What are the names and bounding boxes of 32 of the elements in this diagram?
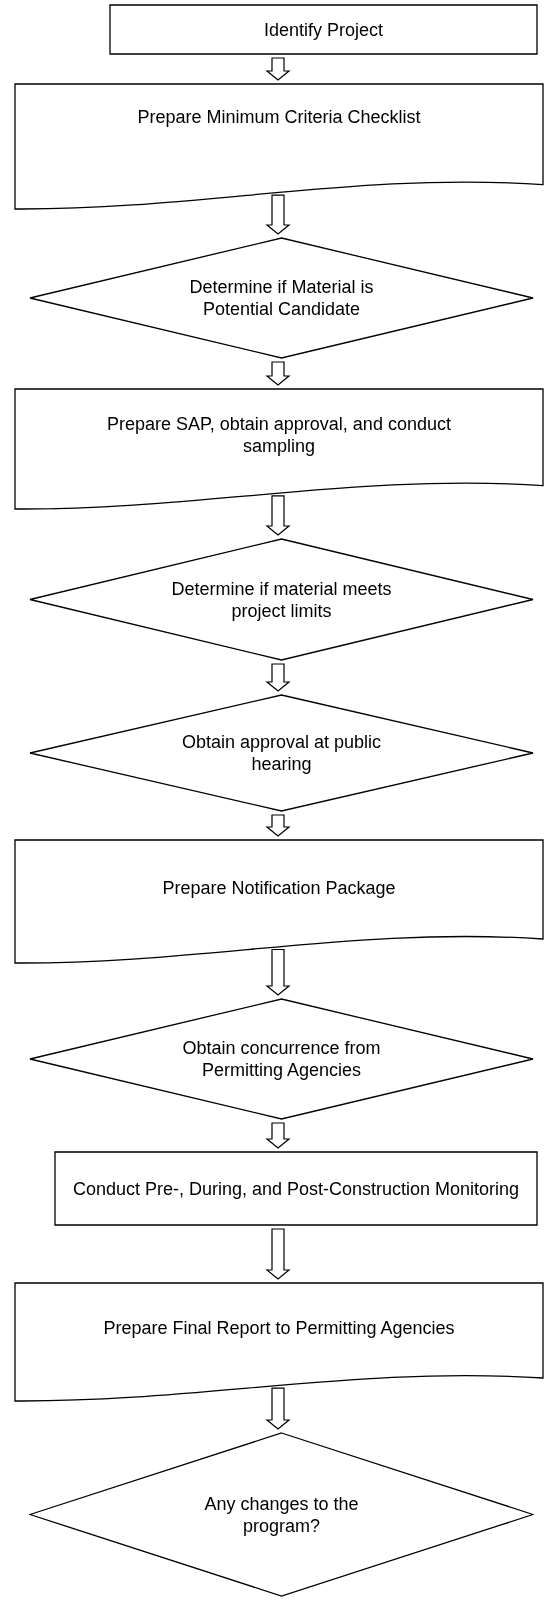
node-text: Conduct Pre-, During, and Post-Construction Monitoring: [72, 1177, 520, 1200]
document-shape: [14, 1282, 544, 1402]
decision-diamond: [29, 694, 534, 812]
block-arrow: [265, 663, 291, 692]
block-arrow: [265, 57, 291, 81]
document-shape: [14, 839, 544, 964]
node-text: Obtain approval at public hearing: [181, 731, 382, 775]
decision-diamond: [29, 1432, 534, 1597]
decision-diamond: [29, 237, 534, 359]
block-arrow: [265, 948, 291, 996]
block-arrow: [265, 1228, 291, 1280]
block-arrow: [265, 814, 291, 837]
node-text: Prepare SAP, obtain approval, and conduct sampling: [106, 413, 452, 457]
block-arrow: [265, 1387, 291, 1430]
node-text: Determine if Material is Potential Candidate: [188, 276, 375, 320]
node-text: Prepare Minimum Criteria Checklist: [137, 105, 421, 128]
document-shape: [14, 83, 544, 210]
block-arrow: [265, 361, 291, 386]
decision-diamond: [29, 998, 534, 1120]
decision-diamond: [29, 538, 534, 661]
node-text: Obtain concurrence from Permitting Agencies: [181, 1037, 382, 1081]
block-arrow: [265, 495, 291, 536]
process-box: [109, 4, 538, 55]
node-text: Prepare Final Report to Permitting Agencies: [103, 1317, 455, 1339]
process-box: [54, 1151, 538, 1226]
block-arrow: [265, 1122, 291, 1149]
node-text: Determine if material meets project limits: [170, 577, 393, 622]
node-text: Identify Project: [263, 18, 384, 41]
block-arrow: [265, 194, 291, 235]
node-text: Prepare Notification Package: [162, 876, 396, 899]
node-text: Any changes to the program?: [203, 1492, 360, 1537]
document-shape: [14, 388, 544, 510]
